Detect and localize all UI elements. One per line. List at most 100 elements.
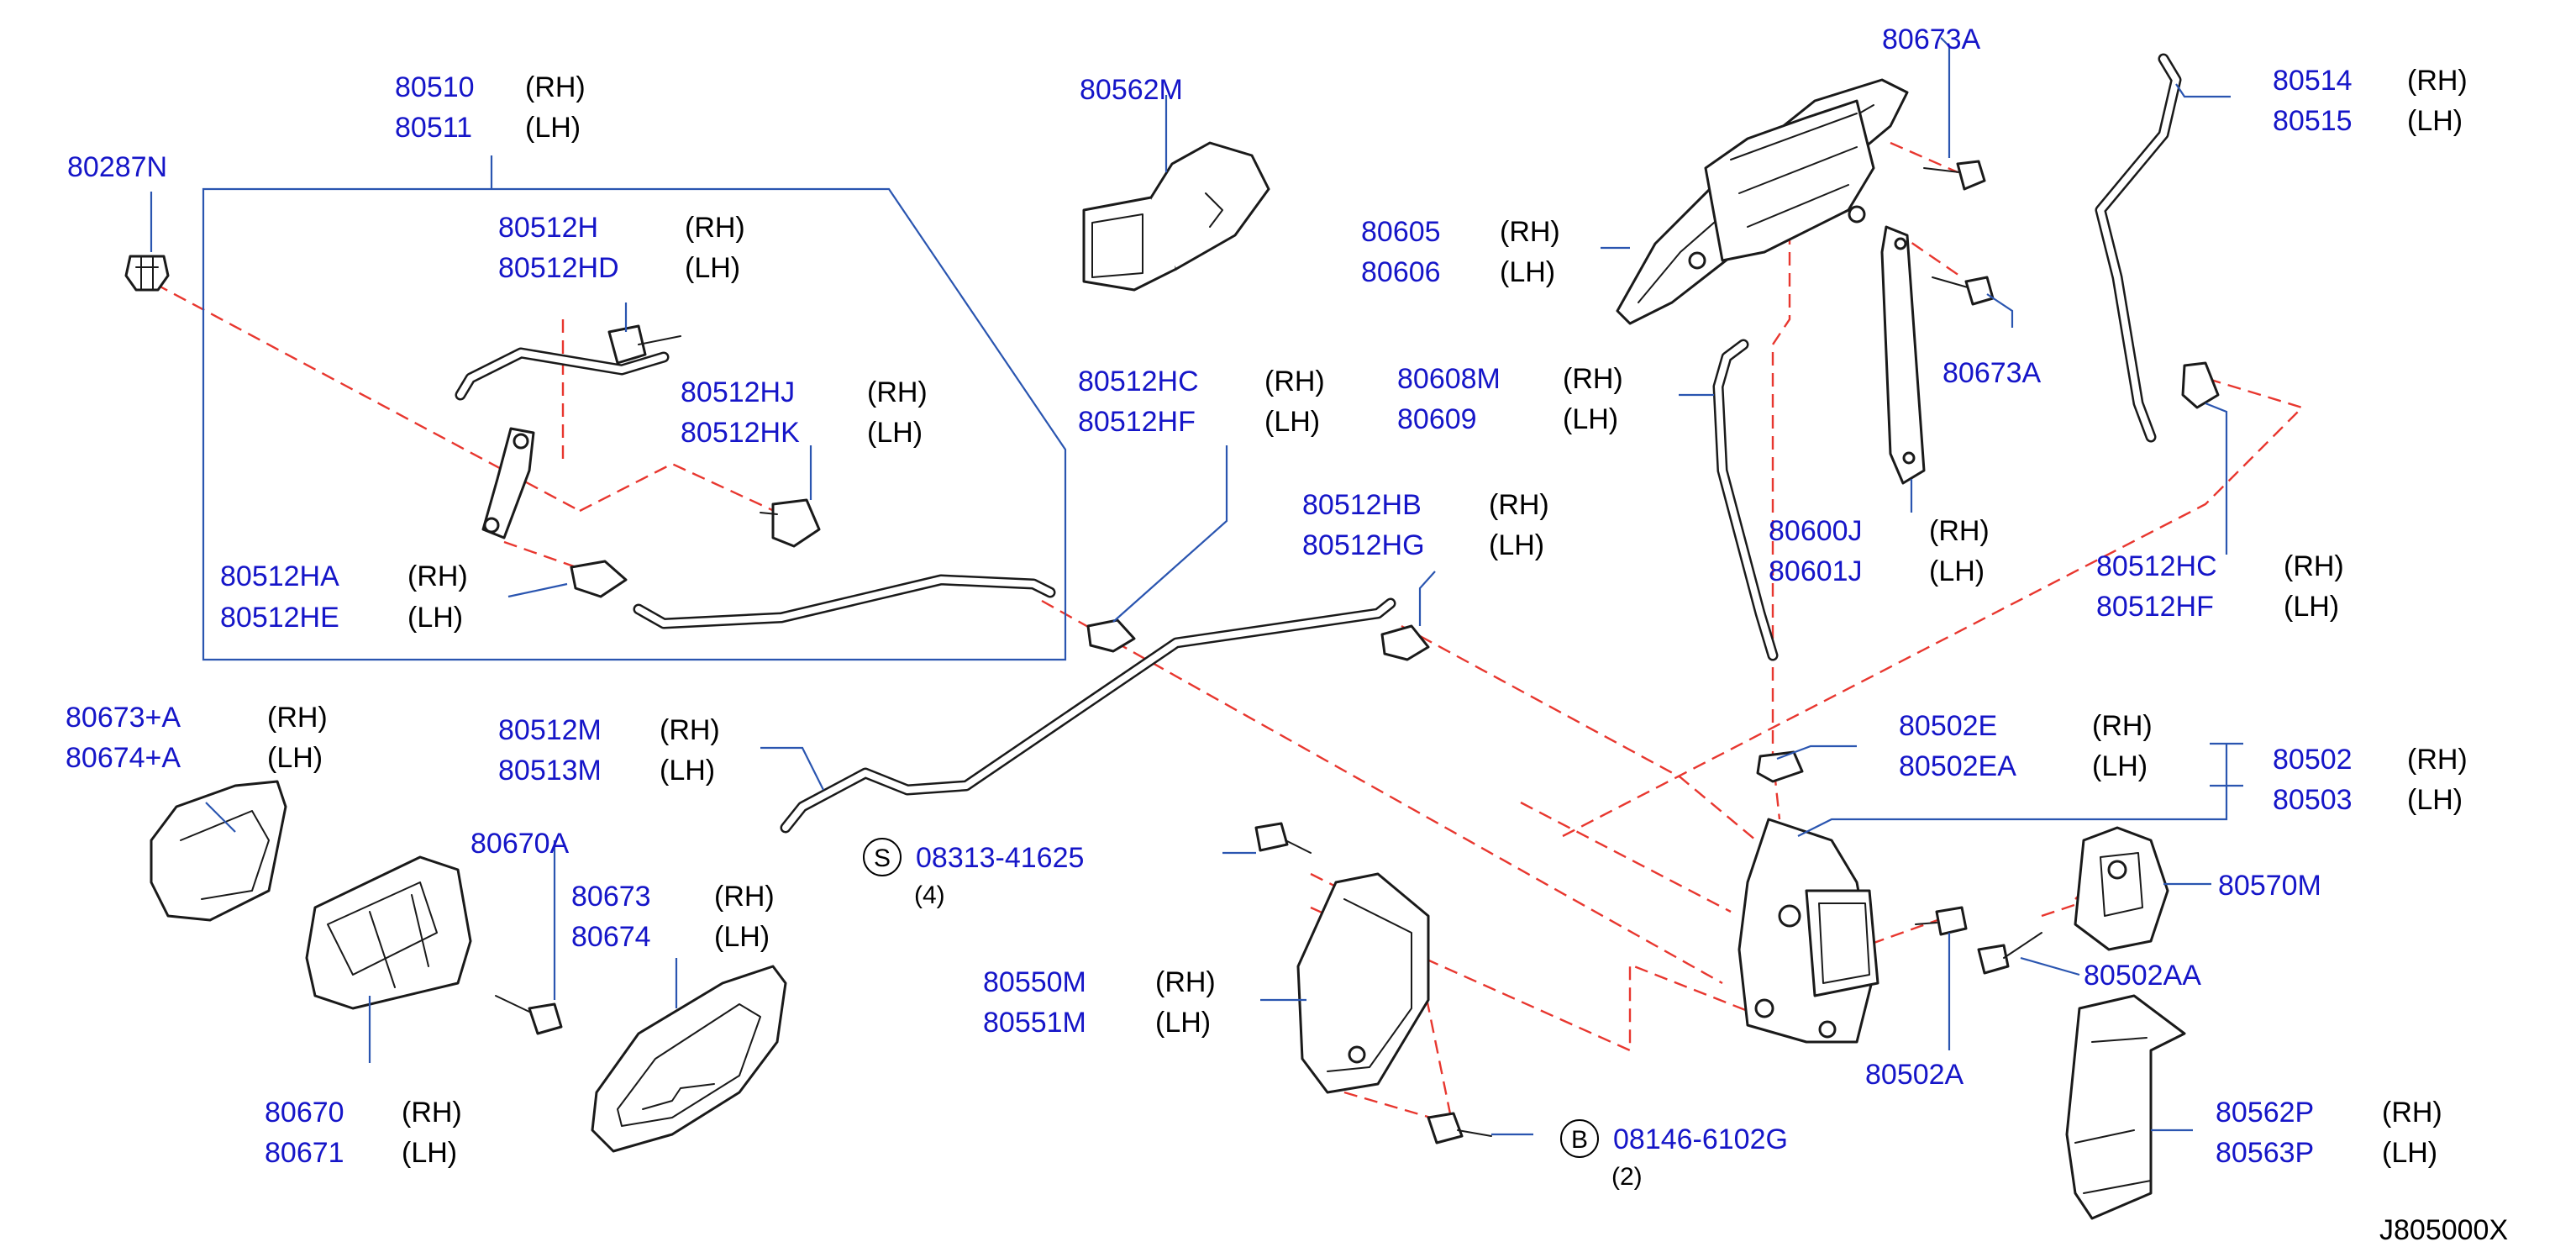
label-80673-side: (RH): [714, 881, 775, 913]
label-80674plusa: 80674+A: [66, 742, 181, 774]
label-08313-41625: 08313-41625: [916, 842, 1084, 874]
label-80673plusa-side: (RH): [267, 702, 328, 734]
label-80512hf-left-side: (LH): [1264, 406, 1320, 438]
label-80512hg: 80512HG: [1302, 529, 1425, 561]
label-80608m: 80608M: [1397, 363, 1501, 395]
label-80512hc-right-side: (RH): [2284, 550, 2344, 582]
label-80513m: 80513M: [498, 755, 602, 787]
label-80570m: 80570M: [2218, 870, 2321, 902]
label-80673: 80673: [571, 881, 651, 913]
label-80502ea: 80502EA: [1899, 750, 2016, 782]
bolt-80673a-mid-icon: [1932, 276, 1995, 306]
screw-08313-icon: [1254, 822, 1312, 854]
label-80671: 80671: [265, 1137, 344, 1169]
label-80502aa: 80502AA: [2084, 960, 2201, 992]
label-80550m: 80550M: [983, 966, 1086, 998]
label-80551m: 80551M: [983, 1007, 1086, 1039]
label-80600j: 80600J: [1769, 515, 1863, 547]
label-80513m-side: (LH): [660, 755, 715, 787]
label-80674-side: (LH): [714, 921, 770, 953]
label-80551m-side: (LH): [1155, 1007, 1211, 1039]
label-80512h-side: (RH): [685, 212, 745, 244]
label-80673a-top: 80673A: [1882, 24, 1981, 55]
diagram-reference-id: J805000X: [2379, 1214, 2508, 1246]
label-80512hf-left: 80512HF: [1078, 406, 1196, 438]
label-80609: 80609: [1397, 403, 1477, 435]
bezel-80673-icon: [591, 965, 787, 1153]
lever-bracket-icon: [481, 427, 535, 539]
label-80606-side: (LH): [1500, 256, 1555, 288]
label-80514: 80514: [2273, 65, 2353, 97]
label-80512ha-side: (RH): [407, 560, 468, 592]
label-80512hc-left-side: (RH): [1264, 366, 1325, 397]
clip-80512hc-right-icon: [2181, 361, 2220, 409]
label-80605: 80605: [1361, 216, 1441, 248]
label-80601j-side: (LH): [1929, 555, 1985, 587]
label-80512hk-side: (LH): [867, 417, 923, 449]
door-actuator-80562m-icon: [1082, 141, 1270, 292]
label-80512he-side: (LH): [407, 602, 463, 634]
bracket-80570m-icon: [2074, 826, 2169, 951]
bolt-08146-icon: [1427, 1112, 1492, 1144]
label-80512hc-right: 80512HC: [2096, 550, 2217, 582]
label-80600j-side: (RH): [1929, 515, 1990, 547]
label-80503: 80503: [2273, 784, 2353, 816]
label-80512hb: 80512HB: [1302, 489, 1422, 521]
clip-80512hc-left-icon: [1086, 618, 1136, 653]
label-80563p: 80563P: [2216, 1137, 2314, 1169]
handle-bracket-80600j-icon: [1880, 225, 1926, 485]
clip-80502e-icon: [1756, 750, 1804, 783]
label-80502: 80502: [2273, 744, 2353, 776]
label-80512he: 80512HE: [220, 602, 339, 634]
label-80515-side: (LH): [2407, 105, 2463, 137]
label-80502-side: (RH): [2407, 744, 2468, 776]
label-08313-qty: (4): [914, 881, 945, 909]
bolt-80673a-top-icon: [1923, 160, 1986, 191]
label-80670: 80670: [265, 1097, 344, 1129]
symbol-s: S: [874, 844, 891, 872]
label-80502ea-side: (LH): [2092, 750, 2148, 782]
label-80512m: 80512M: [498, 714, 602, 746]
label-80606: 80606: [1361, 256, 1441, 288]
label-80511: 80511: [395, 112, 472, 144]
label-80512hd: 80512HD: [498, 252, 619, 284]
label-80512hf-right: 80512HF: [2096, 591, 2214, 623]
clip-80512ha-icon: [570, 560, 628, 598]
label-80673a-mid: 80673A: [1943, 357, 2042, 389]
label-80514-side: (RH): [2407, 65, 2468, 97]
label-80510-side: (RH): [525, 71, 586, 103]
label-80601j: 80601J: [1769, 555, 1863, 587]
label-80550m-side: (RH): [1155, 966, 1216, 998]
protector-80562p-icon: [2065, 994, 2186, 1220]
label-80608m-side: (RH): [1563, 363, 1623, 395]
label-80512hc-left: 80512HC: [1078, 366, 1199, 397]
screw-80502a-icon: [1915, 906, 1968, 936]
label-80502a: 80502A: [1865, 1059, 1964, 1091]
label-80512hk: 80512HK: [681, 417, 800, 449]
label-80512ha: 80512HA: [220, 560, 339, 592]
label-80512hj-side: (RH): [867, 376, 928, 408]
label-80562p: 80562P: [2216, 1097, 2314, 1129]
symbol-s-circle: [863, 838, 902, 876]
rod-assembly-bracket: [202, 155, 1067, 661]
bolt-80670a-icon: [495, 995, 563, 1035]
screw-80502aa-icon: [1977, 932, 2042, 975]
label-80512m-side: (RH): [660, 714, 720, 746]
callout-labels: 80510 (RH) 80511 (LH) 80287N 80512H (RH)…: [66, 24, 2508, 1246]
label-08146-6102g: 08146-6102G: [1613, 1123, 1788, 1155]
label-80562p-side: (RH): [2382, 1097, 2442, 1129]
label-80502e: 80502E: [1899, 710, 1997, 742]
label-80512h: 80512H: [498, 212, 598, 244]
leader-lines: [150, 37, 2243, 1136]
clip-80512hj-icon: [760, 498, 821, 548]
label-80670-side: (RH): [402, 1097, 462, 1129]
label-80605-side: (RH): [1500, 216, 1560, 248]
label-80512hg-side: (LH): [1489, 529, 1544, 561]
outside-handle-80605-icon: [1616, 78, 1909, 325]
symbol-b-circle: [1560, 1119, 1599, 1158]
label-80503-side: (LH): [2407, 784, 2463, 816]
label-80609-side: (LH): [1563, 403, 1618, 435]
label-80671-side: (LH): [402, 1137, 457, 1169]
label-80515: 80515: [2273, 105, 2353, 137]
